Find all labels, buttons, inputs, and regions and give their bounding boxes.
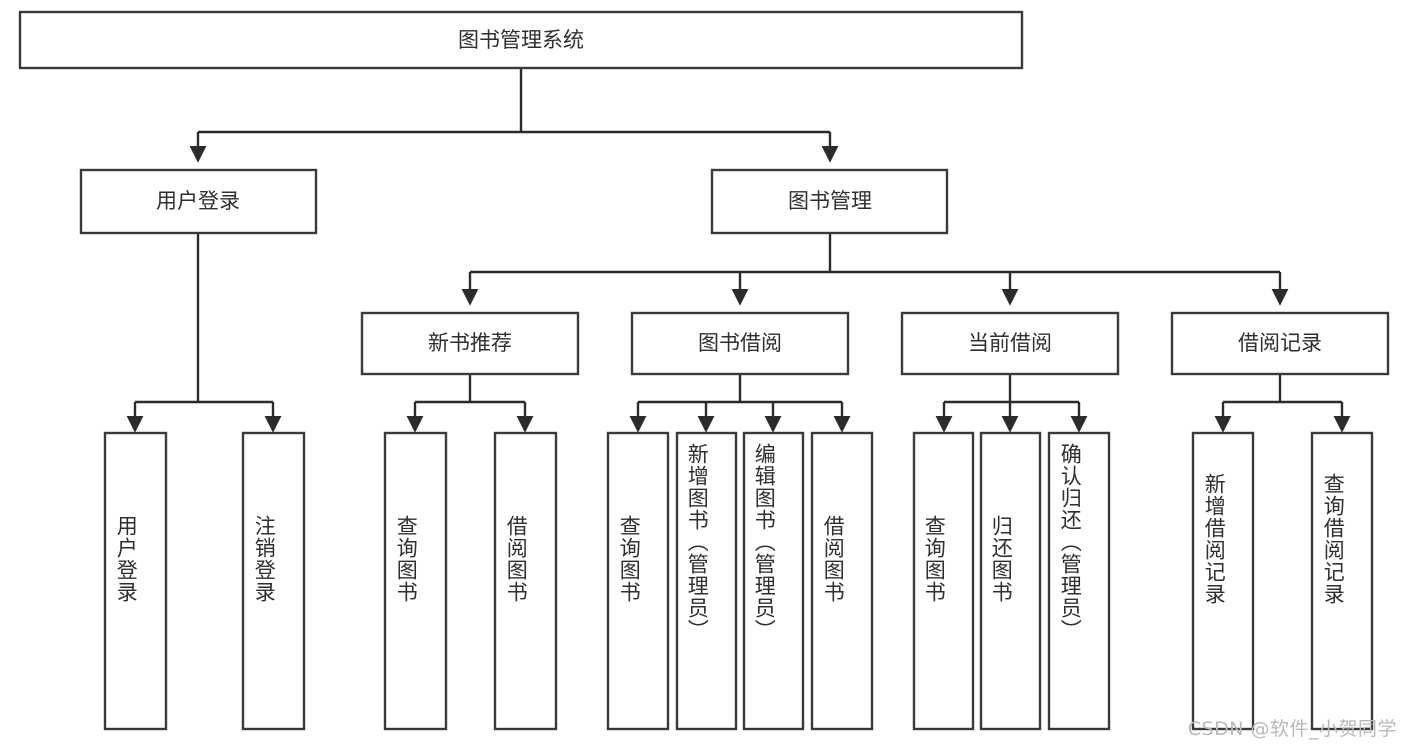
node-borrow-record-box[interactable] xyxy=(1170,311,1390,376)
node-user-login-label: 用户登录 xyxy=(156,189,240,213)
leaf-boxes-borrow-record xyxy=(1191,431,1374,731)
leaf-borrow-book-2-box[interactable] xyxy=(810,431,874,731)
connectors-borrow-record-to-leaves xyxy=(1214,374,1351,433)
node-new-book-recommend-box[interactable] xyxy=(360,311,580,376)
node-user-login-box[interactable] xyxy=(79,168,318,235)
node-new-book-recommend[interactable]: 新书推荐 xyxy=(360,311,580,376)
leaf-query-book-1-box[interactable] xyxy=(383,431,448,731)
leaf-boxes-user-login xyxy=(103,431,306,731)
connectors-new-book-recommend-to-leaves xyxy=(406,374,534,433)
node-borrow-record[interactable]: 借阅记录 xyxy=(1170,311,1390,376)
connectors-current-borrow-to-leaves xyxy=(935,374,1088,433)
node-book-borrow[interactable]: 图书借阅 xyxy=(630,311,850,376)
leaf-borrow-book-1-box[interactable] xyxy=(493,431,558,731)
node-borrow-record-label: 借阅记录 xyxy=(1238,331,1322,355)
node-book-borrow-box[interactable] xyxy=(630,311,850,376)
leaf-query-record-box[interactable] xyxy=(1310,431,1374,731)
node-current-borrow-box[interactable] xyxy=(900,311,1120,376)
leaf-boxes-new-book-recommend xyxy=(383,431,558,731)
node-book-manage-box[interactable] xyxy=(710,168,949,235)
leaf-user-logout-box[interactable] xyxy=(241,431,306,731)
node-new-book-recommend-label: 新书推荐 xyxy=(428,331,512,355)
leaf-confirm-return-box[interactable] xyxy=(1047,431,1111,731)
node-user-login[interactable]: 用户登录 xyxy=(79,168,318,235)
connectors-book-borrow-to-leaves xyxy=(629,374,851,433)
leaf-add-book-box[interactable] xyxy=(675,431,738,731)
leaf-query-book-3-box[interactable] xyxy=(912,431,975,731)
leaf-return-book-box[interactable] xyxy=(979,431,1042,731)
connectors-root-to-level2 xyxy=(189,68,839,163)
connectors-user-login-to-leaves xyxy=(126,233,282,433)
csdn-watermark: CSDN @软件_小贺同学 xyxy=(1187,718,1397,740)
leaf-boxes-book-borrow xyxy=(606,431,874,731)
node-root[interactable]: 图书管理系统 xyxy=(18,10,1024,70)
leaf-user-login-box[interactable] xyxy=(103,431,168,731)
node-root-label: 图书管理系统 xyxy=(458,28,584,52)
node-book-borrow-label: 图书借阅 xyxy=(698,331,782,355)
node-current-borrow-label: 当前借阅 xyxy=(968,331,1052,355)
connectors-book-manage-to-level3 xyxy=(461,233,1289,306)
leaf-edit-book-box[interactable] xyxy=(742,431,805,731)
leaf-query-book-2-box[interactable] xyxy=(606,431,670,731)
node-current-borrow[interactable]: 当前借阅 xyxy=(900,311,1120,376)
node-book-manage-label: 图书管理 xyxy=(788,189,872,213)
node-root-box[interactable] xyxy=(18,10,1024,70)
node-book-manage[interactable]: 图书管理 xyxy=(710,168,949,235)
leaf-boxes-current-borrow xyxy=(912,431,1111,731)
leaf-add-record-box[interactable] xyxy=(1191,431,1255,731)
